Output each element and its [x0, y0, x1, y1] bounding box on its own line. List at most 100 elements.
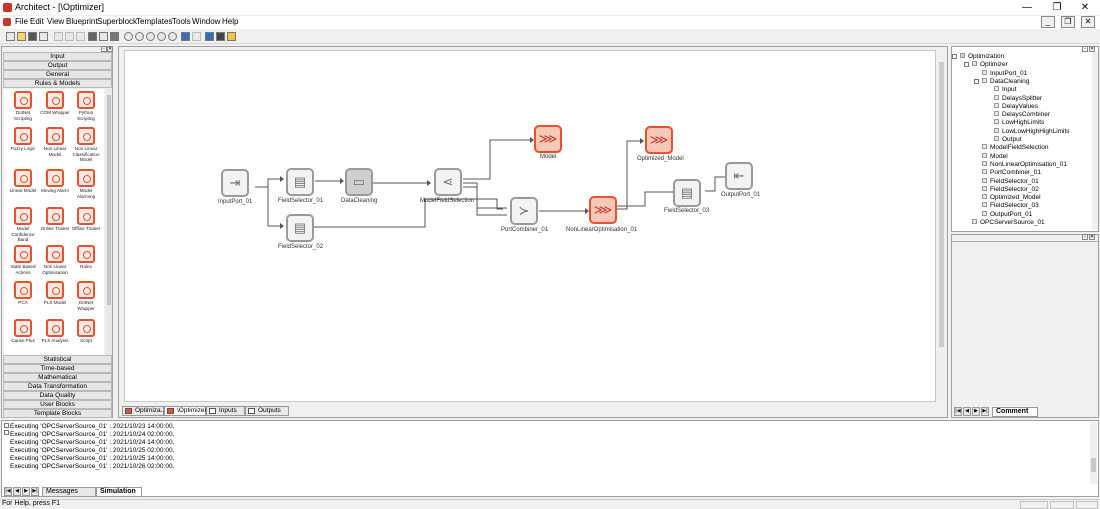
run-icon[interactable] [227, 32, 236, 41]
menu-window[interactable]: Window [192, 17, 221, 26]
upload-icon[interactable] [205, 32, 214, 41]
node-model[interactable]: ⋙ [534, 125, 562, 153]
tab-messages[interactable]: Messages [42, 487, 96, 497]
open-folder-icon[interactable] [17, 32, 26, 41]
palette-item-online-trainer[interactable]: Online Trainer [40, 207, 70, 232]
palette-scrollbar[interactable] [106, 89, 112, 359]
prev-tab-icon[interactable]: ◀ [963, 407, 971, 416]
palette-item-non-linear-optimisation[interactable]: Non Linear Optimisation [40, 245, 70, 275]
tab-outputs[interactable]: Outputs [245, 406, 289, 416]
close-button[interactable]: ✕ [1080, 2, 1090, 13]
document-icon[interactable] [3, 18, 11, 26]
tree-item[interactable]: Optimized_Model [982, 194, 1041, 201]
tree-item[interactable]: LowLowHighHighLimits [994, 127, 1070, 135]
palette-group-user-blocks[interactable]: User Blocks [3, 400, 112, 409]
palette-item-non-linear-classification-model[interactable]: Non Linear Classification Model [71, 127, 101, 163]
cut-icon[interactable] [54, 32, 63, 41]
node-fieldselector-03[interactable]: ▤ [673, 179, 701, 207]
node-datacleaning[interactable]: ▭ [345, 168, 373, 196]
tree-close-icon[interactable]: ✕ [1089, 46, 1095, 52]
node-modelfieldselection[interactable]: ⋖ [434, 168, 462, 196]
tree-scrollbar[interactable] [1092, 52, 1098, 230]
save-all-icon[interactable] [39, 32, 48, 41]
next-tab-icon[interactable]: ▶ [22, 487, 30, 496]
tree-item[interactable]: OPCServerSource_01 [972, 219, 1045, 226]
palette-item-offline-trainer[interactable]: Offline Trainer [71, 207, 101, 232]
tree-item[interactable]: DelaysSplitter [994, 94, 1042, 102]
mdi-restore-button[interactable]: ❐ [1061, 16, 1075, 28]
palette-item-pls-analysis[interactable]: PLS Analysis [40, 319, 70, 344]
output-pin-icon[interactable] [4, 430, 9, 435]
palette-item-cause-plus[interactable]: Cause Plus [8, 319, 38, 344]
tree-item[interactable]: InputPort_01 [982, 69, 1027, 77]
tree-pin-icon[interactable]: ▫ [1082, 46, 1088, 52]
palette-group-statistical[interactable]: Statistical [3, 355, 112, 364]
comment-area[interactable] [952, 241, 1098, 405]
palette-item-pls-model[interactable]: PLS Model [40, 281, 70, 306]
new-file-icon[interactable] [6, 32, 15, 41]
tree-item[interactable]: PortCombiner_01 [982, 169, 1041, 176]
tree-item[interactable]: Input [994, 86, 1016, 93]
palette-group-data-quality[interactable]: Data Quality [3, 391, 112, 400]
zoom-fit-icon[interactable] [146, 32, 155, 41]
menu-tools[interactable]: Tools [172, 17, 191, 26]
menu-templates[interactable]: Templates [136, 17, 173, 26]
node-fieldselector-02[interactable]: ▤ [286, 214, 314, 242]
palette-group-data-transformation[interactable]: Data Transformation [3, 382, 112, 391]
canvas-scroll-thumb[interactable] [939, 62, 944, 347]
palette-group-mathematical[interactable]: Mathematical [3, 373, 112, 382]
palette-item-rulex[interactable]: Rulex [71, 245, 101, 270]
find-icon[interactable] [168, 32, 177, 41]
palette-scroll-thumb[interactable] [107, 95, 111, 305]
menu-superblock[interactable]: Superblock [97, 17, 138, 26]
menu-help[interactable]: Help [222, 17, 239, 26]
first-tab-icon[interactable]: |◀ [954, 407, 962, 416]
collapse-icon[interactable] [952, 54, 957, 59]
palette-pin-icon[interactable]: ▫ [101, 46, 107, 52]
node-nonlinearoptimisation-01[interactable]: ⋙ [589, 196, 617, 224]
tree-item[interactable]: FieldSelector_01 [982, 177, 1039, 185]
palette-item-com-wrapper[interactable]: COM Wrapper [40, 91, 70, 116]
tab-optimization[interactable]: Optimiza... [122, 406, 166, 416]
palette-item-dotnet-wrapper[interactable]: DotNet Wrapper [71, 281, 101, 311]
tree-item[interactable]: FieldSelector_02 [982, 185, 1039, 193]
restore-button[interactable]: ❐ [1052, 2, 1062, 13]
blueprint-canvas[interactable]: ⇥ InputPort_01 ▤ FieldSelector_01 ▤ Fiel… [124, 50, 936, 402]
mdi-close-button[interactable]: ✕ [1081, 16, 1095, 28]
palette-item-fuzzy-logic[interactable]: Fuzzy Logic [8, 127, 38, 152]
palette-item-linear-model[interactable]: Linear Model [8, 169, 38, 194]
tab-inputs[interactable]: Inputs [206, 406, 245, 416]
zoom-window-icon[interactable] [157, 32, 166, 41]
tree-item[interactable]: DelayValues [994, 102, 1038, 110]
tree-item[interactable]: DelaysCombiner [994, 111, 1050, 118]
tab-comment[interactable]: Comment [992, 407, 1038, 417]
palette-item-moving-alarm[interactable]: Moving Alarm [40, 169, 70, 194]
last-tab-icon[interactable]: ▶| [31, 487, 39, 496]
menu-view[interactable]: View [47, 17, 65, 26]
tree-item[interactable]: Optimization [952, 53, 1004, 60]
zoom-out-icon[interactable] [135, 32, 144, 41]
minimize-button[interactable]: — [1022, 2, 1032, 13]
zoom-in-icon[interactable] [124, 32, 133, 41]
tree-item[interactable]: Output [994, 136, 1022, 143]
tree-item[interactable]: FieldSelector_03 [982, 202, 1039, 209]
palette-group-template-blocks[interactable]: Template Blocks [3, 409, 112, 418]
node-optimized-model[interactable]: ⋙ [645, 126, 673, 154]
help-cursor-icon[interactable] [110, 32, 119, 41]
paste-icon[interactable] [76, 32, 85, 41]
tree-item[interactable]: OutputPort_01 [982, 210, 1032, 218]
undo-icon[interactable] [192, 32, 201, 41]
palette-group-rules-models[interactable]: Rules & Models [3, 79, 112, 88]
palette-item-model-confidence-band[interactable]: Model Confidence Band [8, 207, 38, 243]
palette-item-python-scripting[interactable]: Python Scripting [71, 91, 101, 121]
tree-item[interactable]: LowHighLimits [994, 119, 1044, 126]
tree-item[interactable]: Model [982, 152, 1008, 160]
menu-edit[interactable]: Edit [30, 17, 44, 26]
output-scrollbar[interactable] [1090, 422, 1097, 484]
collapse-icon[interactable] [974, 78, 979, 84]
palette-item-non-linear-model[interactable]: Non Linear Model [40, 127, 70, 157]
palette-item-state-based-actions[interactable]: State Based Actions [8, 245, 38, 275]
save-icon[interactable] [28, 32, 37, 41]
palette-group-time-based[interactable]: Time-based [3, 364, 112, 373]
menu-file[interactable]: File [15, 17, 28, 26]
